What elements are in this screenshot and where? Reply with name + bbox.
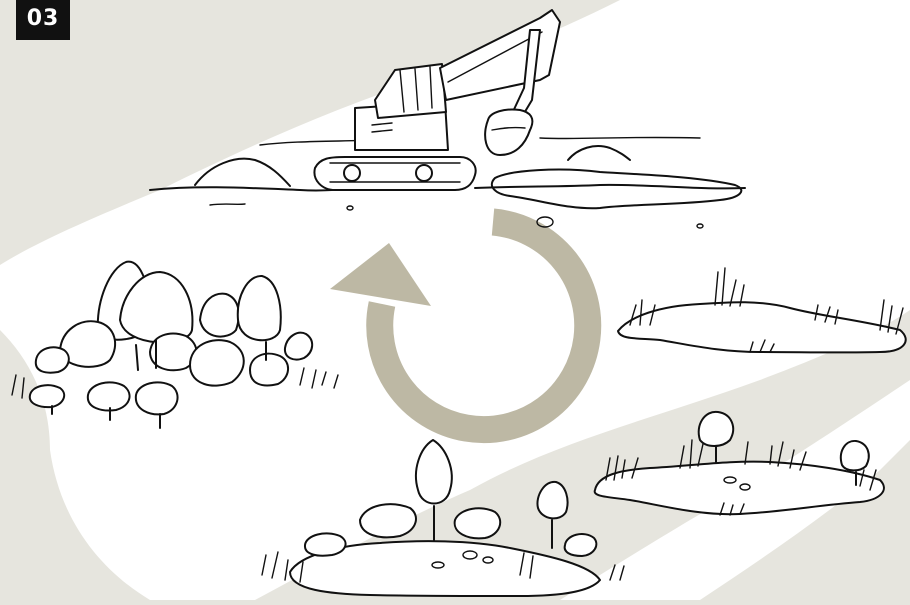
step-number-badge: 03 bbox=[16, 0, 70, 40]
